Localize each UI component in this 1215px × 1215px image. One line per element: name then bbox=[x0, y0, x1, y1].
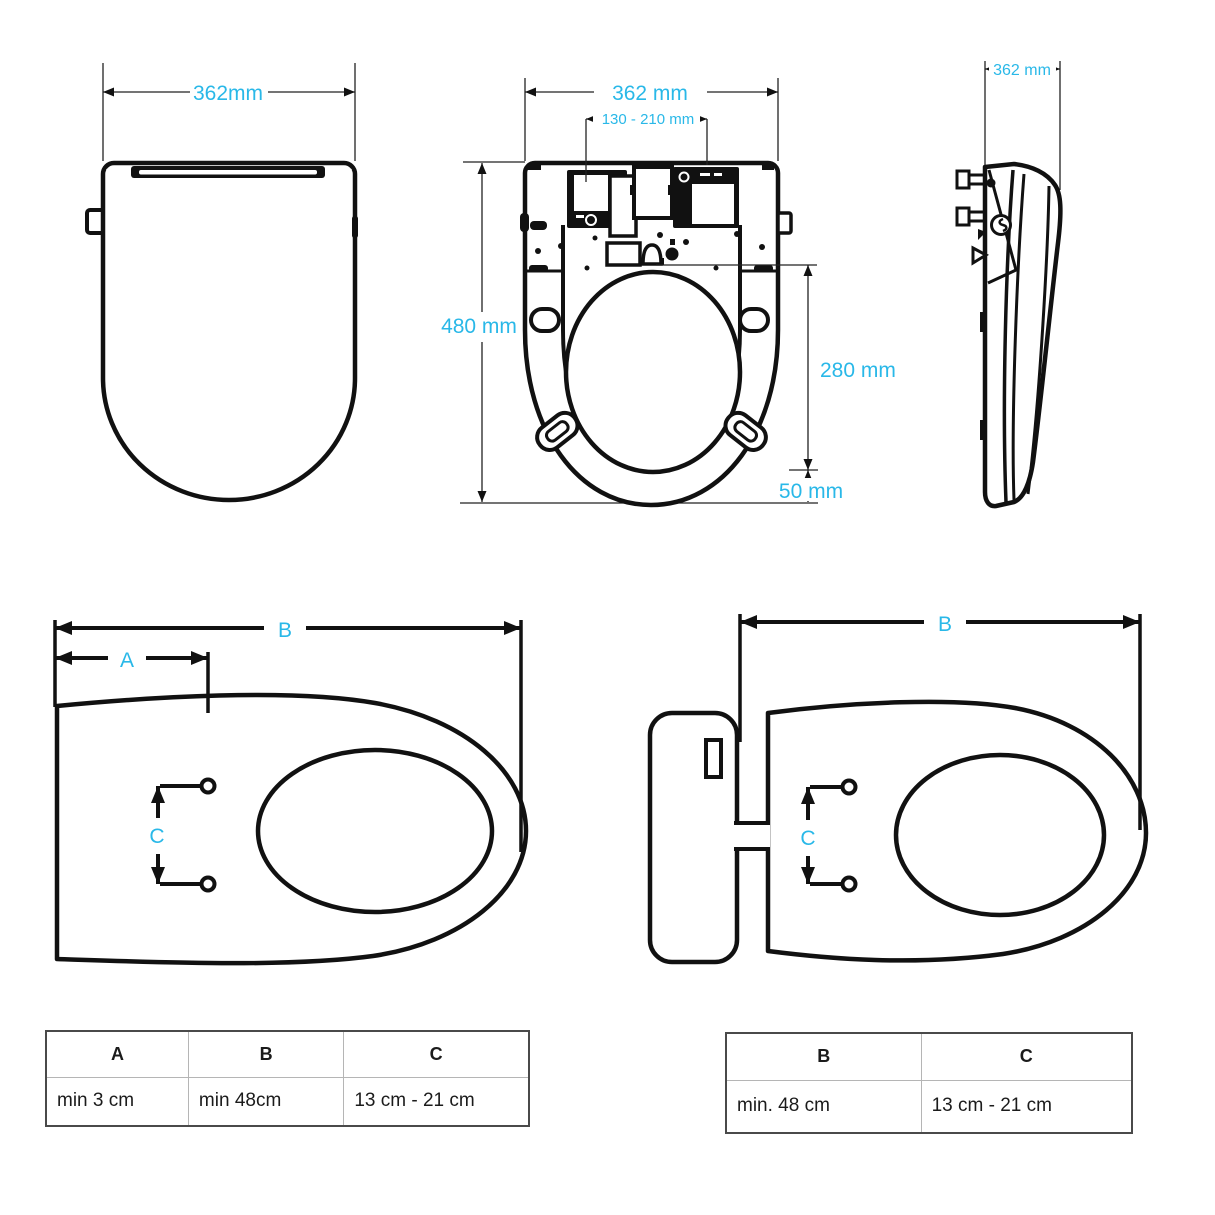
mount-internals bbox=[520, 165, 793, 272]
mount-hole-bottom bbox=[840, 875, 858, 893]
bowl-opening bbox=[255, 747, 495, 915]
inlet-triangle bbox=[971, 245, 990, 266]
figure-bowl-tank: B C bbox=[647, 607, 1149, 965]
lid-width-label: 362mm bbox=[193, 82, 263, 105]
mount-hole-bottom bbox=[199, 875, 217, 893]
dimension-table-tank: B C min. 48 cm 13 cm - 21 cm bbox=[725, 1032, 1133, 1134]
mount-hole-top bbox=[199, 777, 217, 795]
figure-underside-view: 362 mm 480 mm bbox=[440, 76, 896, 508]
dim-c: C bbox=[792, 785, 841, 886]
underside-length-label: 480 mm bbox=[441, 315, 517, 338]
lid-hinge-bar bbox=[106, 166, 352, 178]
side-bump-lower bbox=[980, 420, 986, 440]
header-a: A bbox=[45, 1030, 189, 1078]
bowl-b-label: B bbox=[278, 619, 292, 642]
underside-width-label: 362 mm bbox=[612, 82, 688, 105]
dim-underside-width: 362 mm bbox=[524, 76, 779, 161]
side-bump-upper bbox=[980, 312, 986, 332]
dim-b: B bbox=[53, 612, 523, 852]
figure-bowl-plain: B A C bbox=[53, 612, 529, 966]
seat-opening bbox=[563, 269, 743, 475]
bowl-c-label: C bbox=[149, 825, 164, 848]
value-a: min 3 cm bbox=[45, 1076, 189, 1127]
dim-side-width: 362 mm bbox=[984, 57, 1061, 190]
tank-pipe bbox=[734, 821, 770, 851]
table-header-row: B C bbox=[725, 1032, 1133, 1081]
header-c: C bbox=[343, 1030, 530, 1078]
header-b: B bbox=[725, 1032, 922, 1081]
bowl-a-label: A bbox=[120, 649, 134, 672]
table-header-row: A B C bbox=[45, 1030, 530, 1078]
dim-opening-280: 280 mm bbox=[656, 264, 896, 471]
cistern-tank bbox=[647, 710, 740, 965]
value-b: min. 48 cm bbox=[725, 1079, 922, 1134]
dim-a: A bbox=[55, 643, 210, 713]
bowl-tank-c-label: C bbox=[800, 827, 815, 850]
water-fittings bbox=[955, 169, 986, 240]
header-c: C bbox=[920, 1032, 1133, 1081]
table-value-row: min. 48 cm 13 cm - 21 cm bbox=[725, 1079, 1133, 1134]
center-hinge-detail bbox=[605, 239, 679, 267]
side-width-label: 362 mm bbox=[993, 62, 1051, 79]
hinge-pin bbox=[986, 178, 996, 188]
dim-lid-width: 362mm bbox=[102, 63, 356, 161]
table-value-row: min 3 cm min 48cm 13 cm - 21 cm bbox=[45, 1076, 530, 1127]
flush-button bbox=[704, 738, 723, 779]
bowl-tank-b-label: B bbox=[938, 613, 952, 636]
bracket-range-label: 130 - 210 mm bbox=[602, 111, 695, 128]
value-c: 13 cm - 21 cm bbox=[920, 1079, 1133, 1134]
lid-outline bbox=[100, 160, 358, 503]
dimension-table-plain: A B C min 3 cm min 48cm 13 cm - 21 cm bbox=[45, 1030, 530, 1127]
header-b: B bbox=[187, 1030, 345, 1078]
lid-side-nub bbox=[352, 216, 358, 238]
front-depth-label: 50 mm bbox=[779, 480, 843, 503]
dim-c: C bbox=[142, 784, 200, 886]
figure-lid-top-view: 362mm bbox=[85, 63, 358, 503]
figure-side-view: 362 mm bbox=[955, 57, 1063, 509]
opening-height-label: 280 mm bbox=[820, 359, 896, 382]
bowl-opening bbox=[893, 752, 1107, 918]
side-profile-seams bbox=[987, 169, 1051, 503]
mount-hole-top bbox=[840, 778, 858, 796]
spray-icon bbox=[990, 214, 1012, 236]
value-c: 13 cm - 21 cm bbox=[343, 1076, 530, 1127]
mount-slots bbox=[529, 307, 770, 452]
value-b: min 48cm bbox=[187, 1076, 345, 1127]
dim-bracket-range: 130 - 210 mm bbox=[585, 106, 708, 182]
dim-b: B bbox=[738, 607, 1142, 830]
dim-front-50: 50 mm bbox=[772, 470, 851, 503]
